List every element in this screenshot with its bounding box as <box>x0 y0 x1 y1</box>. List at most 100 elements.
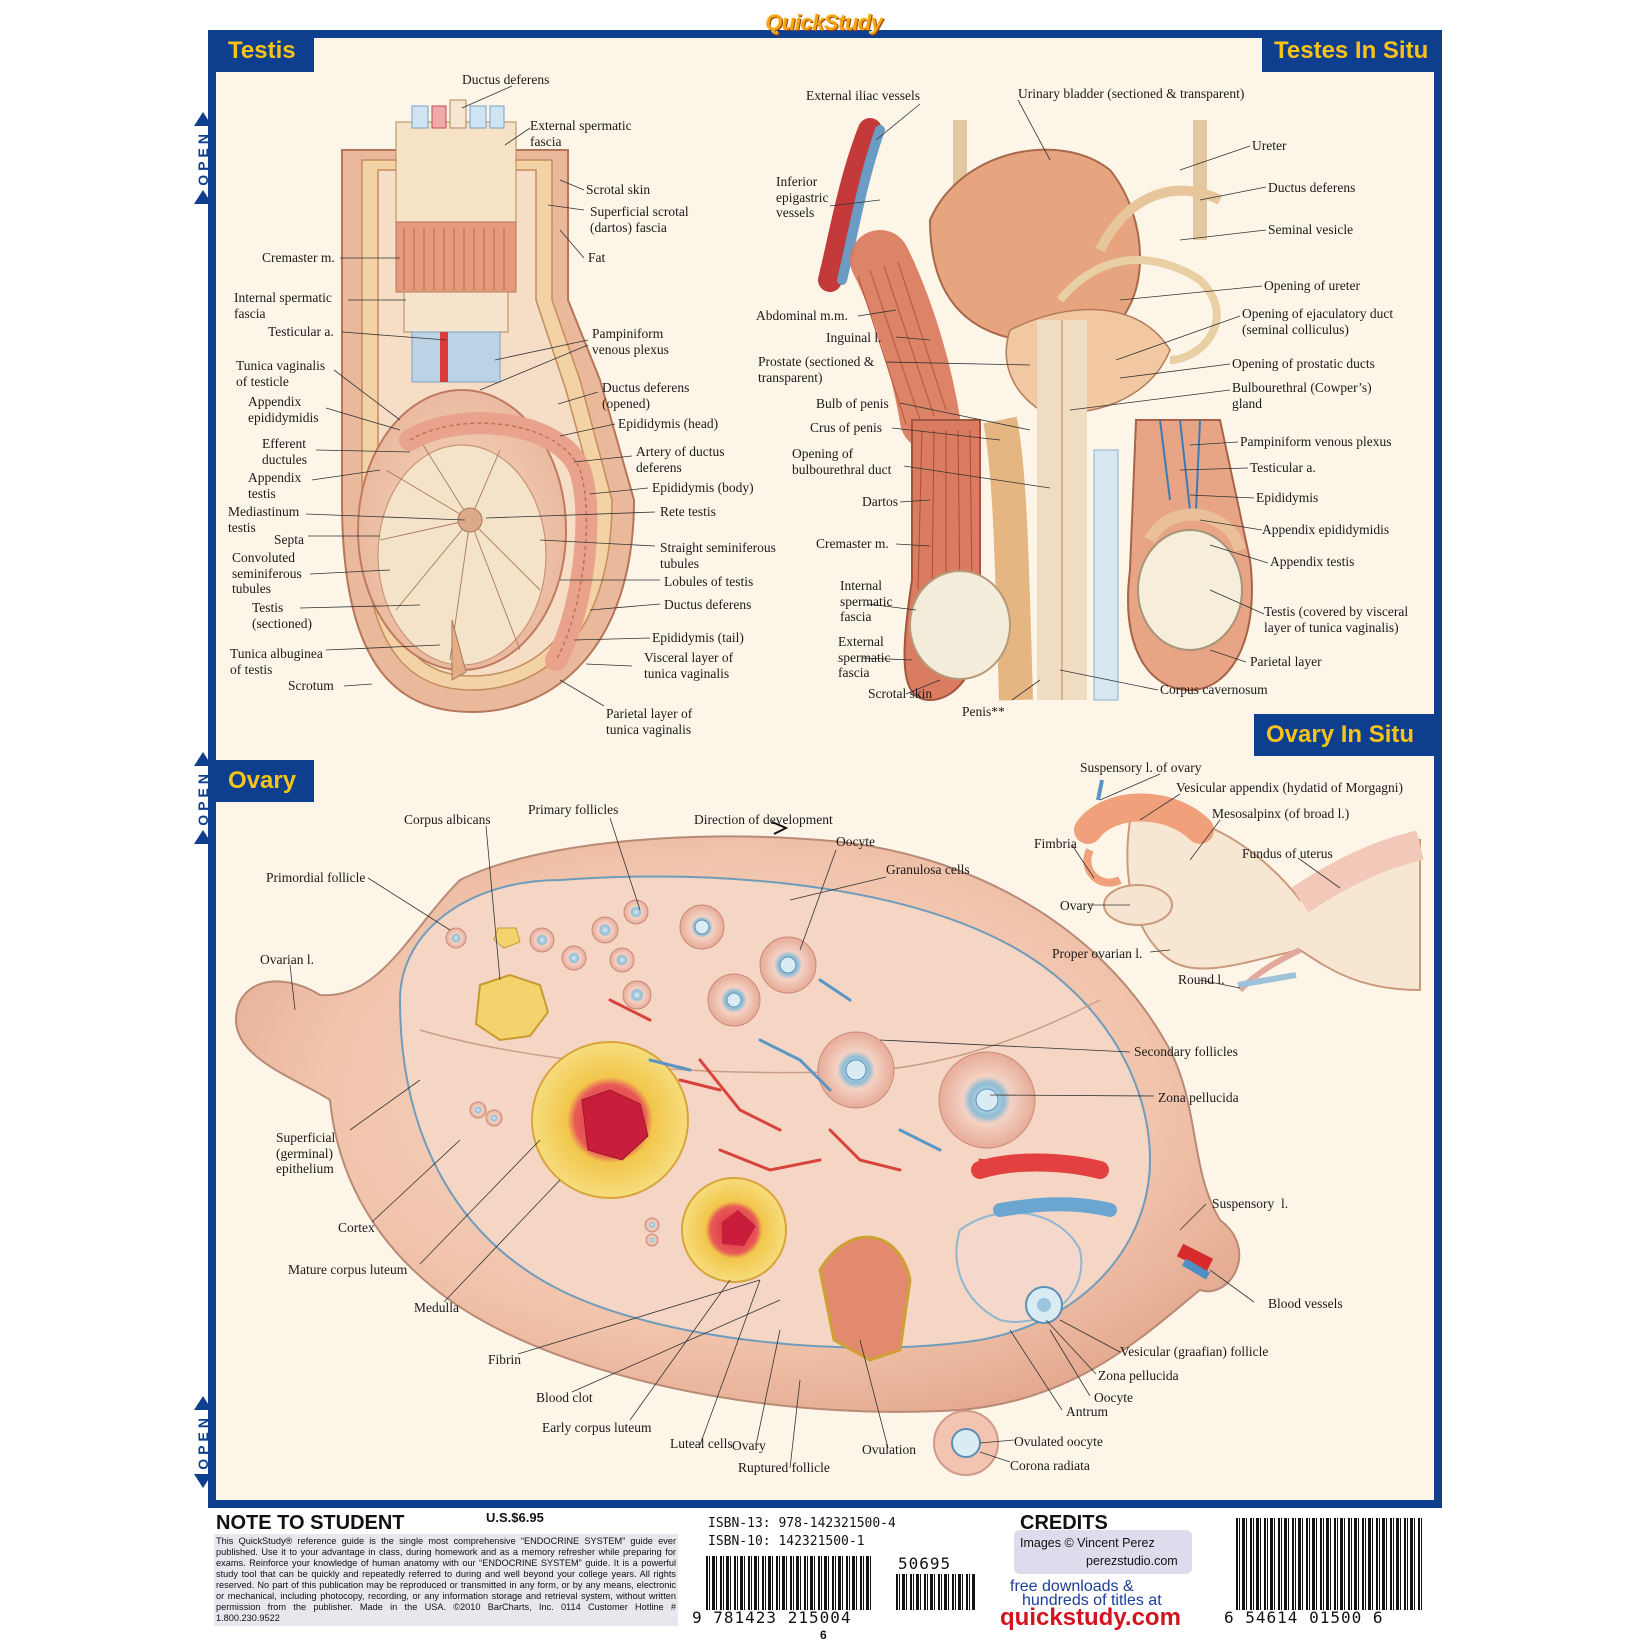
open-arrow-icon <box>194 1473 212 1488</box>
ovary-situ-label: Fundus of uterus <box>1242 846 1333 861</box>
testis-label: Tunica vaginalis of testicle <box>236 358 326 389</box>
ovary-label: Ovulated oocyte <box>1014 1434 1103 1449</box>
situ-label: Abdominal m.m. <box>756 308 848 323</box>
ovary-label: Vesicular (graafian) follicle <box>1120 1344 1269 1359</box>
open-arrow-icon <box>194 752 212 766</box>
testis-label: Tunica albuginea of testis <box>230 646 323 677</box>
price-addon-barcode <box>896 1574 976 1610</box>
situ-label: Dartos <box>862 494 898 509</box>
isbn-13: ISBN-13: 978-142321500-4 <box>708 1516 896 1531</box>
situ-label: Prostate (sectioned & transparent) <box>758 354 875 385</box>
ovary-label: Corona radiata <box>1010 1458 1090 1473</box>
ovary-label: Early corpus luteum <box>542 1420 652 1435</box>
ovary-label: Blood clot <box>536 1390 593 1405</box>
situ-label: Inferior epigastric vessels <box>776 174 829 220</box>
situ-label: Crus of penis <box>810 420 882 435</box>
ovary-label: Primary follicles <box>528 802 619 817</box>
situ-label: Opening of ureter <box>1264 278 1360 293</box>
upc-barcode <box>1236 1518 1422 1610</box>
ovary-situ-label: Mesosalpinx (of broad l.) <box>1212 806 1350 821</box>
ovary-situ-label: Fimbria <box>1034 836 1077 851</box>
page-number: 6 <box>820 1628 827 1642</box>
testis-label: Parietal layer of tunica vaginalis <box>606 706 693 737</box>
quickstudy-website-link[interactable]: quickstudy.com <box>1000 1604 1181 1631</box>
situ-label: Epididymis <box>1256 490 1319 505</box>
ovary-label: Ovary <box>732 1438 766 1453</box>
open-marker-middle: OPEN <box>191 752 215 848</box>
ovary-label: Granulosa cells <box>886 862 970 877</box>
testis-label: Convoluted seminiferous tubules <box>232 550 302 596</box>
testis-label: Internal spermatic fascia <box>234 290 332 321</box>
situ-label: Testis (covered by visceral layer of tun… <box>1264 604 1409 635</box>
ovary-label: Blood vessels <box>1268 1296 1343 1311</box>
barcode-addon-number: 50695 <box>898 1554 952 1573</box>
ovary-label: Luteal cells <box>670 1436 733 1451</box>
isbn-barcode-number: 9 781423 215004 <box>692 1608 852 1627</box>
testis-label: Septa <box>274 532 304 547</box>
section-tab-ovary-in-situ: Ovary In Situ <box>1254 714 1434 756</box>
situ-label: Ureter <box>1252 138 1287 153</box>
testis-label: Scrotum <box>288 678 334 693</box>
testis-label: Fat <box>588 250 606 265</box>
situ-label: Ductus deferens <box>1268 180 1356 195</box>
ovary-label: Cortex <box>338 1220 375 1235</box>
leader-lines <box>289 85 1341 1469</box>
credits-title: CREDITS <box>1020 1512 1108 1534</box>
ovary-label: Mature corpus luteum <box>288 1262 408 1277</box>
ovary-label: Secondary follicles <box>1134 1044 1238 1059</box>
testis-label: Testicular a. <box>268 324 334 339</box>
situ-label: Appendix testis <box>1270 554 1355 569</box>
ovary-label: Ovulation <box>862 1442 916 1457</box>
ovary-label: Medulla <box>414 1300 459 1315</box>
situ-label: Penis** <box>962 704 1005 719</box>
free-downloads-text: free downloads & hundreds of titles at <box>1010 1578 1162 1609</box>
situ-label: Opening of prostatic ducts <box>1232 356 1375 371</box>
situ-label: Cremaster m. <box>816 536 889 551</box>
ovary-situ-label: Ovary <box>1060 898 1094 913</box>
situ-label: Bulb of penis <box>816 396 889 411</box>
testis-label: Superficial scrotal (dartos) fascia <box>590 204 689 235</box>
testis-label: Artery of ductus deferens <box>636 444 725 475</box>
situ-label: Appendix epididymidis <box>1262 522 1390 537</box>
ovary-illustration <box>234 821 1241 1476</box>
ovary-label: Corpus albicans <box>404 812 491 827</box>
testis-label: Mediastinum testis <box>228 504 300 535</box>
situ-label: External spermatic fascia <box>838 634 891 680</box>
ovary-label: Oocyte <box>1094 1390 1133 1405</box>
open-arrow-icon <box>194 1396 212 1410</box>
ovary-label: Zona pellucida <box>1158 1090 1239 1105</box>
credits-website: perezstudio.com <box>1086 1554 1178 1568</box>
section-tab-testes-in-situ: Testes In Situ <box>1262 30 1442 72</box>
testis-label: Straight seminiferous tubules <box>660 540 776 571</box>
ovary-label: Suspensory l. <box>1212 1196 1289 1211</box>
testis-label: Lobules of testis <box>664 574 754 589</box>
testis-label: Appendix testis <box>248 470 302 501</box>
testis-label: Ductus deferens <box>462 72 550 87</box>
testis-label: Pampiniform venous plexus <box>592 326 669 357</box>
situ-label: Opening of ejaculatory duct (seminal col… <box>1242 306 1394 337</box>
situ-label: Testicular a. <box>1250 460 1316 475</box>
testis-label: Epididymis (body) <box>652 480 754 495</box>
open-arrow-icon <box>194 189 212 204</box>
ovary-situ-label: Suspensory l. of ovary <box>1080 760 1202 775</box>
testis-label: External spermatic fascia <box>530 118 632 149</box>
quickstudy-logo: QuickStudy <box>765 10 883 35</box>
price-label: U.S.$6.95 <box>486 1510 544 1525</box>
testes-in-situ-illustration <box>818 118 1253 702</box>
testis-label: Visceral layer of tunica vaginalis <box>644 650 734 681</box>
situ-label: Corpus cavernosum <box>1160 682 1268 697</box>
ovary-label: Ruptured follicle <box>738 1460 830 1475</box>
situ-label: External iliac vessels <box>806 88 920 103</box>
testis-illustration <box>341 99 636 714</box>
testis-label: Scrotal skin <box>586 182 651 197</box>
testis-label: Ductus deferens <box>664 597 752 612</box>
isbn-10: ISBN-10: 142321500-1 <box>708 1534 865 1549</box>
free-downloads-line1: free downloads & <box>1010 1578 1134 1595</box>
ovary-label: Oocyte <box>836 834 875 849</box>
credits-box: Images © Vincent Perez perezstudio.com <box>1014 1530 1192 1574</box>
ovary-label: Superficial (germinal) epithelium <box>276 1130 336 1176</box>
testis-label: Appendix epididymidis <box>248 394 319 425</box>
situ-label: Pampiniform venous plexus <box>1240 434 1392 449</box>
testis-label: Epididymis (head) <box>618 416 719 431</box>
